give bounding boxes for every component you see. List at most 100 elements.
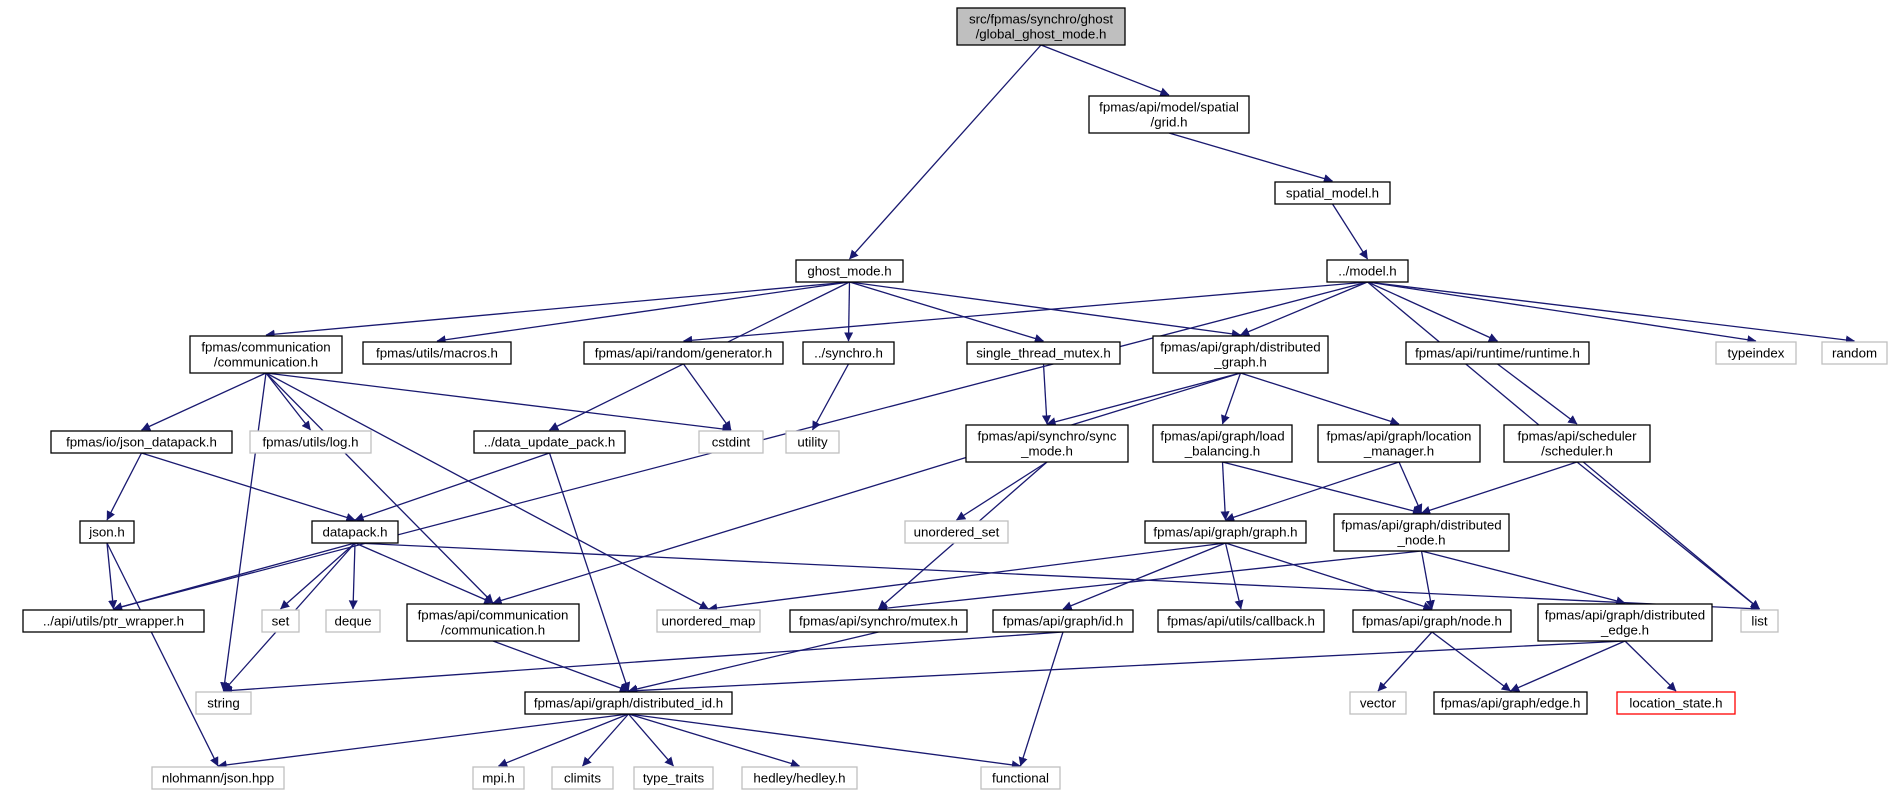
node-runtime[interactable]: fpmas/api/runtime/runtime.h (1405, 341, 1590, 365)
node-model[interactable]: ../model.h (1326, 259, 1409, 283)
node-hedley[interactable]: hedley/hedley.h (741, 766, 858, 790)
node-box[interactable] (472, 766, 525, 790)
node-data-update[interactable]: ../data_update_pack.h (473, 430, 626, 454)
node-box[interactable] (1326, 259, 1409, 283)
node-deque[interactable]: deque (325, 609, 381, 633)
node-single-thread[interactable]: single_thread_mutex.h (966, 341, 1121, 365)
node-box[interactable] (1405, 341, 1590, 365)
node-box[interactable] (261, 609, 300, 633)
node-mpi[interactable]: mpi.h (472, 766, 525, 790)
node-json-datapack[interactable]: fpmas/io/json_datapack.h (50, 430, 233, 454)
node-box[interactable] (980, 766, 1061, 790)
node-box[interactable] (1503, 424, 1651, 463)
node-dist-id[interactable]: fpmas/api/graph/distributed_id.h (524, 691, 733, 715)
node-list[interactable]: list (1740, 609, 1779, 633)
node-box[interactable] (79, 520, 135, 544)
node-box[interactable] (1274, 181, 1391, 205)
node-box[interactable] (904, 520, 1009, 544)
node-functional[interactable]: functional (980, 766, 1061, 790)
node-json-h[interactable]: json.h (79, 520, 135, 544)
node-synchro[interactable]: ../synchro.h (802, 341, 895, 365)
node-box[interactable] (551, 766, 614, 790)
node-sync-mode[interactable]: fpmas/api/synchro/sync_mode.h (965, 424, 1129, 463)
node-comm[interactable]: fpmas/communication/communication.h (189, 335, 343, 374)
node-box[interactable] (1537, 603, 1713, 642)
node-box[interactable] (1152, 424, 1293, 463)
node-string[interactable]: string (195, 691, 252, 715)
node-box[interactable] (1333, 513, 1510, 552)
node-spatial-model[interactable]: spatial_model.h (1274, 181, 1391, 205)
node-box[interactable] (406, 603, 580, 642)
node-dist-graph[interactable]: fpmas/api/graph/distributed_graph.h (1152, 335, 1329, 374)
node-id-h[interactable]: fpmas/api/graph/id.h (992, 609, 1134, 633)
node-box[interactable] (195, 691, 252, 715)
node-callback[interactable]: fpmas/api/utils/callback.h (1157, 609, 1325, 633)
node-box[interactable] (325, 609, 381, 633)
node-box[interactable] (1616, 691, 1736, 715)
node-box[interactable] (22, 609, 205, 633)
node-scheduler[interactable]: fpmas/api/scheduler/scheduler.h (1503, 424, 1651, 463)
node-vector[interactable]: vector (1349, 691, 1407, 715)
node-unordered-map[interactable]: unordered_map (656, 609, 761, 633)
node-box[interactable] (362, 341, 512, 365)
node-type-traits[interactable]: type_traits (633, 766, 714, 790)
node-box[interactable] (1144, 520, 1307, 544)
node-box[interactable] (741, 766, 858, 790)
node-box[interactable] (633, 766, 714, 790)
node-box[interactable] (473, 430, 626, 454)
node-dist-node[interactable]: fpmas/api/graph/distributed_node.h (1333, 513, 1510, 552)
node-box[interactable] (789, 609, 968, 633)
node-box[interactable] (992, 609, 1134, 633)
node-grid[interactable]: fpmas/api/model/spatial/grid.h (1088, 95, 1250, 134)
node-mutex[interactable]: fpmas/api/synchro/mutex.h (789, 609, 968, 633)
node-random[interactable]: random (1821, 341, 1888, 365)
node-ptr-wrapper[interactable]: ../api/utils/ptr_wrapper.h (22, 609, 205, 633)
node-box[interactable] (1821, 341, 1888, 365)
node-macros[interactable]: fpmas/utils/macros.h (362, 341, 512, 365)
node-set[interactable]: set (261, 609, 300, 633)
node-box[interactable] (802, 341, 895, 365)
node-box[interactable] (151, 766, 285, 790)
node-nlohmann[interactable]: nlohmann/json.hpp (151, 766, 285, 790)
node-edge-h[interactable]: fpmas/api/graph/edge.h (1433, 691, 1588, 715)
node-datapack[interactable]: datapack.h (311, 520, 399, 544)
node-dist-edge[interactable]: fpmas/api/graph/distributed_edge.h (1537, 603, 1713, 642)
node-box[interactable] (698, 430, 764, 454)
node-typeindex[interactable]: typeindex (1715, 341, 1797, 365)
node-box[interactable] (583, 341, 784, 365)
node-box[interactable] (1152, 335, 1329, 374)
node-graph-h[interactable]: fpmas/api/graph/graph.h (1144, 520, 1307, 544)
node-api-comm[interactable]: fpmas/api/communication/communication.h (406, 603, 580, 642)
node-loc-mgr[interactable]: fpmas/api/graph/location_manager.h (1317, 424, 1481, 463)
node-unordered-set[interactable]: unordered_set (904, 520, 1009, 544)
node-box[interactable] (1317, 424, 1481, 463)
node-utility[interactable]: utility (785, 430, 840, 454)
node-box[interactable] (311, 520, 399, 544)
node-box[interactable] (50, 430, 233, 454)
node-box[interactable] (1088, 95, 1250, 134)
node-box[interactable] (656, 609, 761, 633)
node-loc-state[interactable]: location_state.h (1616, 691, 1736, 715)
node-box[interactable] (1740, 609, 1779, 633)
node-box[interactable] (785, 430, 840, 454)
node-box[interactable] (524, 691, 733, 715)
node-box[interactable] (795, 259, 904, 283)
node-box[interactable] (189, 335, 343, 374)
node-box[interactable] (1349, 691, 1407, 715)
node-climits[interactable]: climits (551, 766, 614, 790)
node-root[interactable]: src/fpmas/synchro/ghost/global_ghost_mod… (956, 7, 1126, 46)
node-box[interactable] (1157, 609, 1325, 633)
node-box[interactable] (1715, 341, 1797, 365)
node-node-h[interactable]: fpmas/api/graph/node.h (1352, 609, 1512, 633)
node-ghost-mode[interactable]: ghost_mode.h (795, 259, 904, 283)
node-box[interactable] (1352, 609, 1512, 633)
node-box[interactable] (249, 430, 372, 454)
node-box[interactable] (966, 341, 1121, 365)
node-cstdint[interactable]: cstdint (698, 430, 764, 454)
node-box[interactable] (956, 7, 1126, 46)
node-box[interactable] (1433, 691, 1588, 715)
node-load-bal[interactable]: fpmas/api/graph/load_balancing.h (1152, 424, 1293, 463)
node-box[interactable] (965, 424, 1129, 463)
node-generator[interactable]: fpmas/api/random/generator.h (583, 341, 784, 365)
node-log[interactable]: fpmas/utils/log.h (249, 430, 372, 454)
